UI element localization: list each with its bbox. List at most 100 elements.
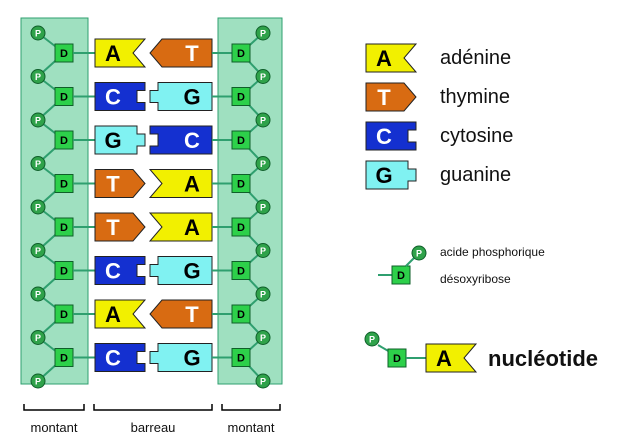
right-phosphate: [255, 69, 271, 84]
left-phosphate-label: P: [35, 333, 41, 343]
legend-deoxyribose-label: désoxyribose: [440, 272, 511, 286]
legend-swatch-adenine: [365, 43, 418, 73]
left-phosphate: [30, 25, 46, 41]
legend-swatch-thymine: [365, 82, 417, 112]
left-phosphate-label: P: [35, 72, 41, 82]
left-base-thymine: [94, 169, 146, 198]
right-base-letter: C: [184, 128, 200, 153]
left-base-thymine: [94, 212, 146, 242]
left-base-adenine: [94, 299, 147, 329]
left-phosphate-label: P: [35, 116, 41, 126]
right-sugar-label: D: [237, 266, 245, 278]
left-base-letter: T: [106, 172, 120, 197]
right-phosphate: [255, 243, 271, 258]
left-phosphate: [30, 199, 46, 215]
left-sugar-label: D: [60, 179, 68, 191]
legend-phosphoric-acid-label: acide phosphorique: [440, 245, 545, 259]
left-phosphate: [30, 330, 46, 345]
right-phosphate-label: P: [260, 203, 266, 213]
nucleotide-phosphate: [364, 331, 380, 347]
base-pair-row: P D T A D P: [30, 199, 271, 242]
left-base-letter: G: [104, 128, 121, 153]
right-sugar-label: D: [237, 48, 245, 60]
left-sugar-label: D: [60, 135, 68, 147]
right-sugar: [231, 87, 251, 106]
right-base-guanine: [149, 82, 213, 111]
right-sugar: [231, 43, 251, 63]
left-base-letter: A: [105, 302, 121, 327]
legend-sugar: [391, 265, 411, 285]
left-phosphate: [30, 112, 46, 128]
legend-name-guanine: guanine: [440, 164, 511, 186]
legend-phosphate: [411, 245, 427, 261]
right-phosphate-label: P: [260, 159, 266, 169]
legend-swatch-guanine: [365, 160, 417, 190]
right-base-letter: T: [185, 41, 199, 66]
right-phosphate-label: P: [260, 290, 266, 300]
right-base-letter: A: [184, 172, 200, 197]
right-sugar-label: D: [237, 222, 245, 234]
legend-name-thymine: thymine: [440, 86, 510, 108]
right-sugar-label: D: [237, 309, 245, 321]
right-phosphate: [255, 286, 271, 302]
right-phosphate: [255, 330, 271, 345]
right-phosphate-label: P: [260, 377, 266, 387]
left-base-adenine: [94, 38, 147, 68]
legend-sugar-label: D: [397, 270, 405, 282]
left-phosphate-label: P: [35, 29, 41, 39]
right-phosphate-label: P: [260, 333, 266, 343]
left-base-letter: T: [106, 215, 120, 240]
right-phosphate: [255, 156, 271, 171]
nucleotide-label: nucléotide: [488, 346, 598, 371]
left-phosphate-label: P: [35, 203, 41, 213]
left-base-cytosine: [94, 82, 146, 111]
legend-swatch-letter: A: [376, 46, 392, 71]
legend-swatch-cytosine: [365, 121, 417, 151]
right-sugar: [231, 130, 251, 150]
right-phosphate: [255, 373, 271, 389]
left-base-guanine: [94, 125, 146, 155]
left-strand-background: [20, 17, 89, 385]
right-base-adenine: [148, 169, 213, 198]
right-sugar: [231, 261, 251, 280]
left-base-letter: C: [105, 346, 121, 371]
right-base-thymine: [149, 299, 213, 329]
left-base-cytosine: [94, 343, 146, 372]
legend-swatch-letter: C: [376, 124, 392, 149]
right-phosphate-label: P: [260, 246, 266, 256]
right-sugar: [231, 348, 251, 367]
left-phosphate-label: P: [35, 290, 41, 300]
left-phosphate: [30, 156, 46, 171]
left-phosphate-label: P: [35, 377, 41, 387]
label-montant-left: montant: [31, 420, 78, 435]
right-base-letter: A: [184, 215, 200, 240]
right-base-guanine: [149, 256, 213, 285]
bottom-brackets: [23, 404, 281, 411]
legend-swatch-letter: G: [375, 163, 392, 188]
right-base-cytosine: [149, 125, 213, 155]
left-base-letter: A: [105, 41, 121, 66]
right-phosphate-label: P: [260, 72, 266, 82]
left-sugar-label: D: [60, 92, 68, 104]
left-base-letter: C: [105, 259, 121, 284]
left-phosphate: [30, 69, 46, 84]
right-phosphate: [255, 112, 271, 128]
nucleotide-phosphate-label: P: [369, 335, 375, 345]
right-phosphate: [255, 199, 271, 215]
left-sugar-label: D: [60, 309, 68, 321]
right-strand-background: [217, 17, 283, 385]
left-sugar-label: D: [60, 222, 68, 234]
nucleotide-base-adenine: [425, 343, 478, 373]
